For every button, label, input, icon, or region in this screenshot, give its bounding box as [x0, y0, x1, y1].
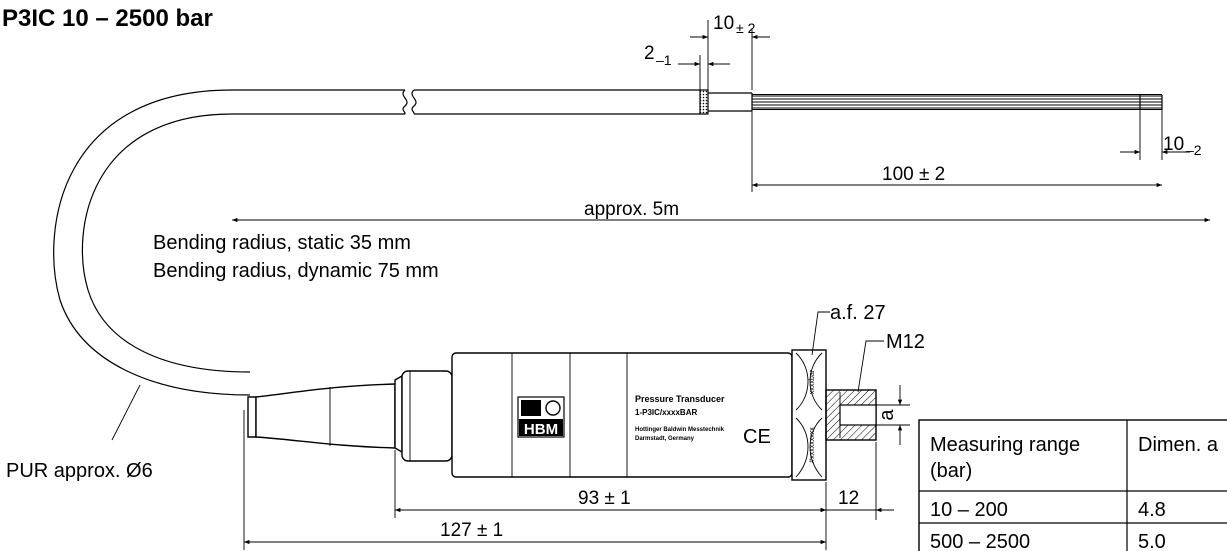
product-name-print: Pressure Transducer [635, 394, 725, 404]
dim-total-cable-length: approx. 5m [231, 199, 1210, 223]
manufacturer-location-print: Darmstadt, Germany [635, 436, 695, 442]
table-header-range-line2: (bar) [930, 460, 972, 482]
dim-overall-length: 127 ± 1 [243, 410, 826, 550]
table-row-range: 10 – 200 [930, 499, 1008, 521]
dim-wire-end-length: 10 –2 [1120, 110, 1202, 160]
dim-wire-end-tolerance: –2 [1186, 142, 1202, 158]
label-thread: M12 [886, 331, 925, 353]
measuring-range-table: Measuring range (bar) Dimen. a 10 – 200 … [918, 419, 1227, 551]
dim-shield-tolerance: –1 [656, 52, 672, 68]
dim-a: a [876, 385, 910, 445]
dim-thread-length-label: 12 [838, 488, 859, 509]
ce-mark: CE [743, 426, 771, 448]
dim-wires-length-label: 100 ± 2 [882, 164, 945, 185]
product-code-print: 1-P3IC/xxxxBAR [635, 408, 697, 417]
dim-strip-tolerance: ± 2 [736, 20, 756, 36]
transducer-body [247, 349, 877, 481]
table-header-range-line1: Measuring range [930, 434, 1080, 456]
af-leader-line [811, 311, 830, 356]
dim-strip-nominal: 10 [713, 13, 734, 34]
bending-radius-static: Bending radius, static 35 mm [153, 232, 411, 254]
dim-wire-end-nominal: 10 [1163, 134, 1184, 155]
label-across-flats: a.f. 27 [830, 302, 886, 324]
dim-strip-length: 10 ± 2 [690, 13, 770, 90]
table-row-dimension: 5.0 [1138, 531, 1166, 551]
hbm-logo-text: HBM [524, 421, 558, 438]
cable-upper-section [232, 89, 1163, 115]
dim-body-length-label: 93 ± 1 [578, 488, 631, 509]
material-leader-line [111, 384, 141, 441]
dim-thread-length: 12 [808, 488, 894, 513]
dim-a-label: a [876, 409, 898, 421]
table-row-range: 500 – 2500 [930, 531, 1030, 551]
dim-shield-length: 2 –1 [644, 43, 730, 90]
dim-wires-length: 100 ± 2 [751, 111, 1162, 192]
dim-total-length-label: approx. 5m [584, 199, 679, 220]
table-row-dimension: 4.8 [1138, 499, 1166, 521]
hbm-logo: HBM [517, 396, 565, 438]
serial-print: #xxxxxxxxx [809, 427, 816, 463]
cable-material-label: PUR approx. Ø6 [6, 460, 153, 482]
manufacturer-print: Hottinger Baldwin Messtechnik [635, 427, 725, 433]
cable-bend-section [53, 89, 251, 396]
dim-overall-length-label: 127 ± 1 [440, 520, 503, 541]
table-header-dimension: Dimen. a [1138, 434, 1219, 456]
bending-radius-dynamic: Bending radius, dynamic 75 mm [153, 260, 439, 282]
range-print: xxxxbar [809, 369, 816, 394]
drawing-title: P3IC 10 – 2500 bar [2, 5, 213, 32]
m12-leader-line [857, 340, 884, 393]
dim-body-length: 93 ± 1 [394, 442, 877, 550]
dim-shield-nominal: 2 [644, 43, 655, 64]
